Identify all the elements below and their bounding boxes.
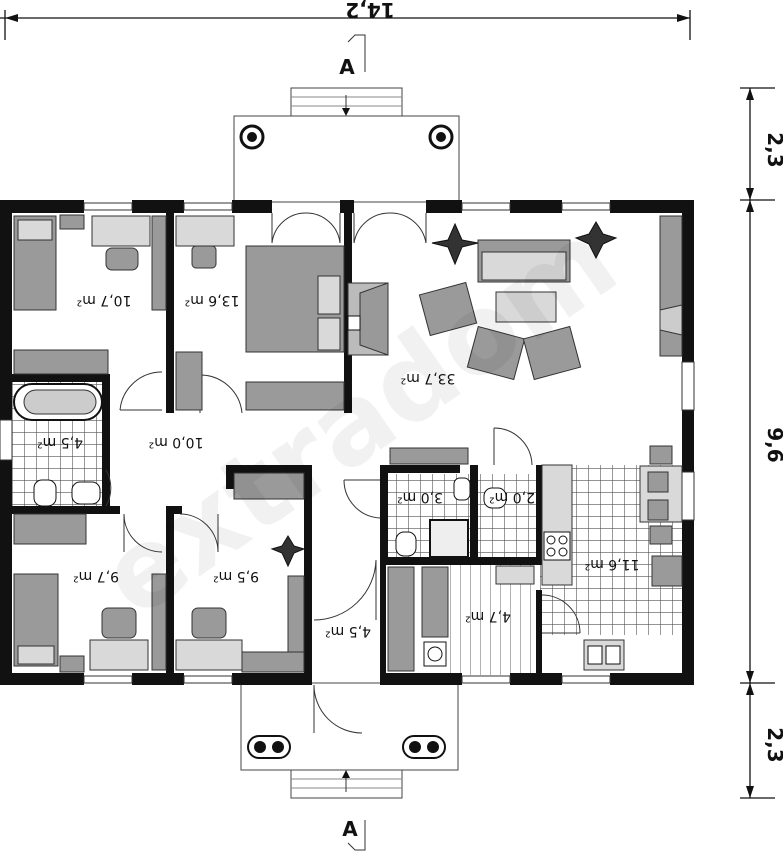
section-mark-top: A bbox=[339, 34, 366, 79]
room-label-bedroom-sw: 9,7 m² bbox=[73, 568, 119, 584]
furniture bbox=[13, 214, 683, 673]
room-label-bedroom-s: 9,5 m² bbox=[213, 568, 259, 584]
section-mark-top-label: A bbox=[339, 55, 355, 79]
terrace-bottom bbox=[240, 682, 459, 799]
room-labels: 10,7 m² 13,6 m² 33,7 m² 4,5 m² 10,0 m² 3… bbox=[37, 292, 639, 639]
room-label-kitchen: 11,6 m² bbox=[585, 556, 640, 572]
total-depth-label: 9,6 bbox=[763, 427, 783, 462]
terrace-top-depth-label: 2,3 bbox=[763, 132, 783, 167]
section-mark-bottom: A bbox=[342, 817, 366, 851]
room-label-shower: 3,0 m² bbox=[397, 489, 443, 505]
room-label-stair: 4,7 m² bbox=[465, 608, 511, 624]
room-label-entrance: 4,5 m² bbox=[325, 623, 371, 639]
dimension-width: 14,2 bbox=[0, 0, 691, 40]
room-label-bedroom-master: 13,6 m² bbox=[185, 292, 240, 308]
room-label-bedroom-nw: 10,7 m² bbox=[77, 292, 132, 308]
section-mark-bottom-label: A bbox=[342, 817, 358, 841]
total-width-label: 14,2 bbox=[345, 0, 394, 22]
room-label-bathroom: 4,5 m² bbox=[37, 434, 83, 450]
terrace-bottom-depth-label: 2,3 bbox=[763, 727, 783, 762]
walls bbox=[0, 200, 695, 685]
terrace-top bbox=[233, 87, 460, 203]
room-label-hall: 10,0 m² bbox=[149, 434, 204, 450]
dimension-depth: 2,3 9,6 2,3 bbox=[740, 87, 783, 799]
room-label-wc: 2,0 m² bbox=[489, 489, 535, 505]
doors bbox=[105, 212, 581, 734]
room-label-living: 33,7 m² bbox=[401, 370, 456, 386]
